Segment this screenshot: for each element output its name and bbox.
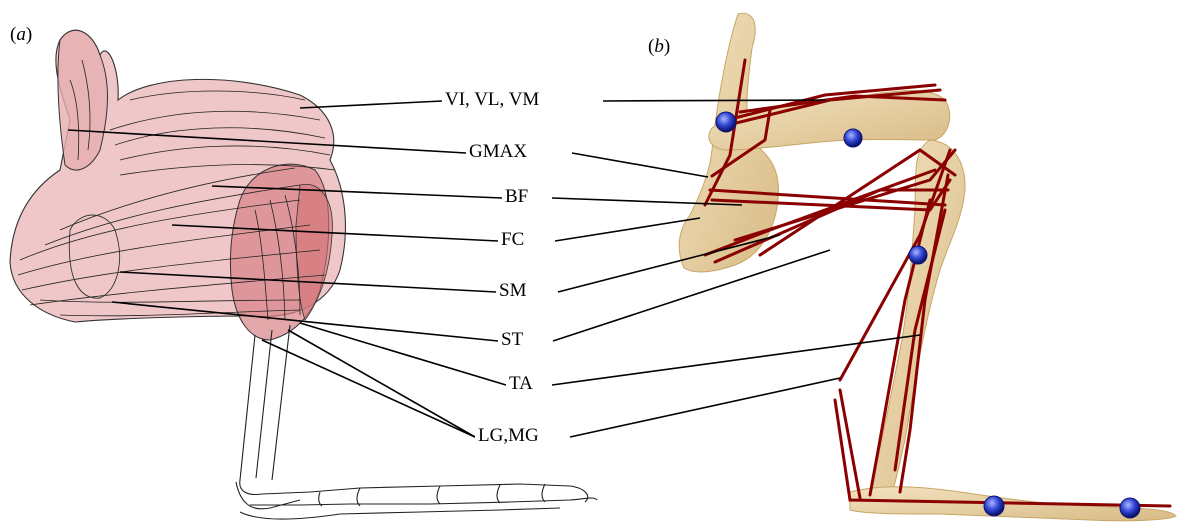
- leader-ta-right: [552, 335, 920, 385]
- panel-a-close-paren: ): [26, 24, 32, 45]
- ankle-joint-marker: [984, 496, 1004, 516]
- leader-sm-right: [558, 235, 780, 292]
- knee-joint-marker: [909, 246, 927, 264]
- hip-joint-marker: [716, 112, 736, 132]
- muscle-label-vi-vl-vm: VI, VL, VM: [442, 89, 542, 111]
- panel-label-a: (a): [10, 24, 32, 46]
- muscle-label-gmax: GMAX: [466, 141, 530, 163]
- panel-b-model: [679, 13, 1176, 521]
- femur-joint-marker: [844, 129, 862, 147]
- toe-joint-marker: [1120, 498, 1140, 518]
- muscle-label-sm: SM: [496, 280, 529, 302]
- pelvis-lobe: [58, 30, 108, 170]
- panel-label-b: (b): [648, 36, 670, 58]
- leader-lgmg-right: [570, 378, 840, 437]
- panel-a-letter: a: [16, 24, 26, 45]
- muscle-label-fc: FC: [498, 229, 527, 251]
- muscle-label-st: ST: [498, 329, 526, 351]
- muscle-label-lg-mg: LG,MG: [475, 425, 542, 447]
- leader-lgmg-left: [288, 330, 475, 437]
- shank-foot-bones: [236, 325, 597, 519]
- leader-fc-right: [555, 218, 700, 241]
- panel-b-close-paren: ): [664, 36, 670, 57]
- muscle-label-bf: BF: [502, 186, 531, 208]
- leader-vi-right: [603, 100, 826, 101]
- leader-vi-left: [300, 101, 442, 108]
- muscle-label-ta: TA: [506, 373, 536, 395]
- leader-gmax-right: [572, 153, 708, 177]
- panel-b-letter: b: [654, 36, 664, 57]
- leader-lgmg-left2: [262, 340, 475, 437]
